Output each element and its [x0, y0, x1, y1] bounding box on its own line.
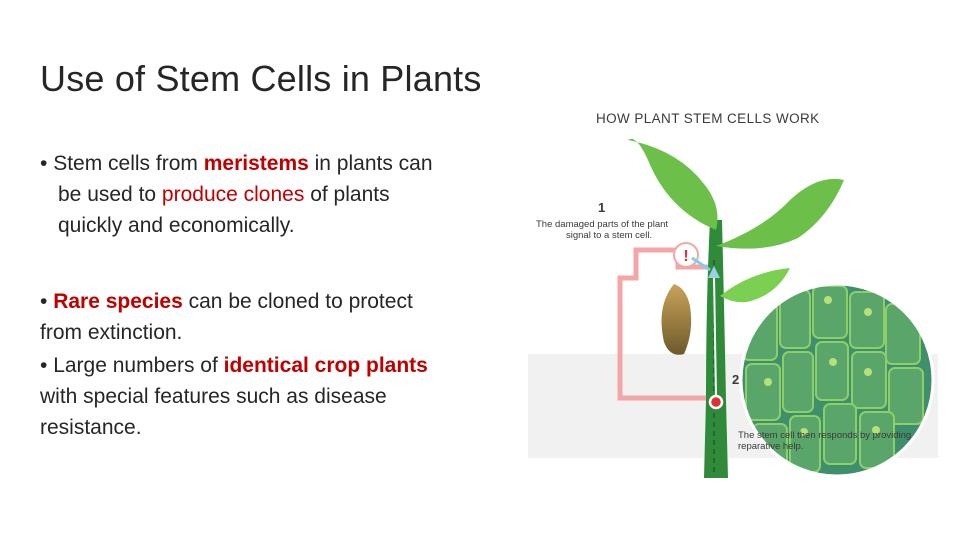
step-1-line-2: signal to a stem cell.	[566, 230, 653, 241]
signal-arrowhead	[708, 266, 720, 278]
highlight-meristems: meristems	[203, 152, 309, 175]
step-2-caption: The stem cell then responds by providing…	[738, 430, 911, 452]
bullet-text: be used to	[58, 183, 162, 206]
bullet-text: with special features such as disease	[40, 385, 387, 408]
bullet-text: Stem cells from	[53, 152, 204, 175]
highlight-identical-crop-plants: identical crop plants	[223, 354, 428, 377]
right-leaf-lower	[720, 268, 790, 303]
bullet-marker: •	[40, 152, 48, 175]
highlight-rare-species: Rare species	[53, 290, 183, 313]
bullet-text: can be cloned to protect	[182, 290, 413, 313]
bullet-list: • Stem cells from meristems in plants ca…	[40, 148, 520, 443]
bullet-marker: •	[40, 354, 48, 377]
bullet-text: from extinction.	[40, 321, 183, 344]
alert-marker	[673, 242, 699, 268]
alert-symbol: !	[683, 248, 688, 265]
signal-line	[713, 275, 717, 399]
cell-pattern	[742, 285, 932, 475]
bullet-crop-plants: • Large numbers of identical crop plants…	[40, 350, 520, 443]
highlight-produce-clones: produce clones	[161, 183, 305, 206]
seed-coat	[661, 284, 692, 355]
diagram-title: HOW PLANT STEM CELLS WORK	[596, 111, 820, 126]
step-2-line-1: The stem cell then responds by providing	[738, 430, 912, 441]
step-1-number: 1	[598, 200, 606, 215]
step-1-line-1: The damaged parts of the plant	[536, 219, 669, 230]
bullet-text: of plants	[304, 183, 390, 206]
step-2-line-2: reparative help.	[738, 441, 804, 452]
bullet-marker: •	[40, 290, 48, 313]
bullet-text: resistance.	[40, 416, 142, 439]
bullet-line-3: quickly and economically.	[58, 214, 295, 237]
stem-cell-marker	[708, 394, 724, 410]
bullet-meristems: • Stem cells from meristems in plants ca…	[40, 148, 520, 241]
plant-illustration: !	[528, 138, 938, 478]
step-2-number: 2	[732, 372, 740, 387]
bullet-text: Large numbers of	[53, 354, 224, 377]
slide-title: Use of Stem Cells in Plants	[40, 58, 482, 99]
bullet-text: in plants can	[308, 152, 433, 175]
bullet-rare-species: • Rare species can be cloned to protect …	[40, 286, 520, 348]
alert-arrow	[691, 256, 711, 272]
step-1-caption: The damaged parts of the plant signal to…	[536, 219, 668, 241]
stem-cell-diagram: ! HOW PLANT STEM CELLS WORK 1 The damage…	[528, 100, 938, 480]
top-leaf	[628, 138, 718, 230]
bullet-line-2: be used to produce clones of plants	[58, 179, 520, 210]
right-leaf-upper	[716, 178, 844, 249]
